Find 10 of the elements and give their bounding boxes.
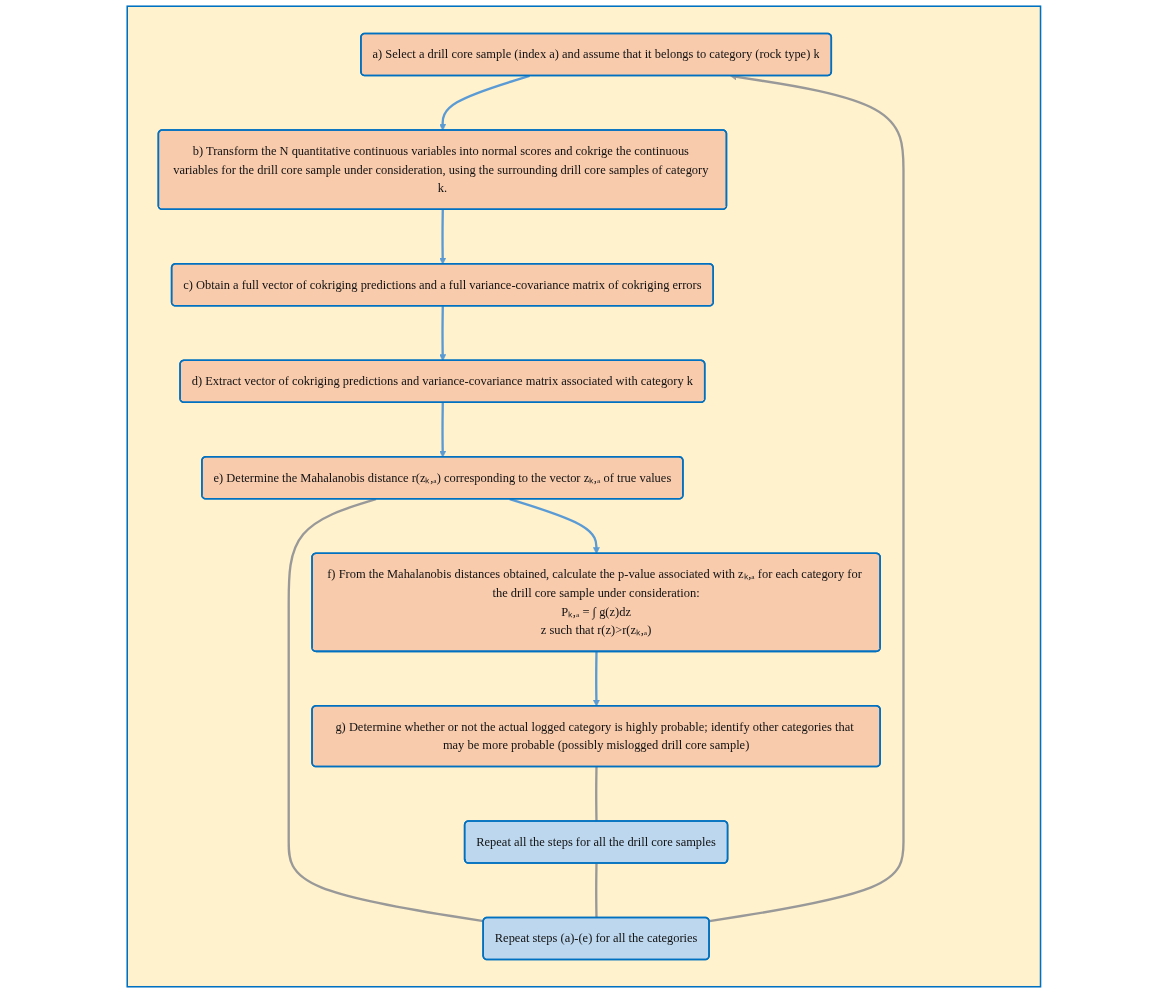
arrow	[438, 402, 446, 458]
arrow	[592, 651, 600, 707]
arrow	[438, 306, 446, 361]
cluster	[126, 5, 1041, 988]
arrow	[509, 498, 600, 554]
connector	[287, 498, 484, 923]
arrow	[438, 74, 530, 131]
arrow	[438, 209, 446, 265]
connector	[594, 766, 598, 822]
connector	[594, 863, 598, 918]
